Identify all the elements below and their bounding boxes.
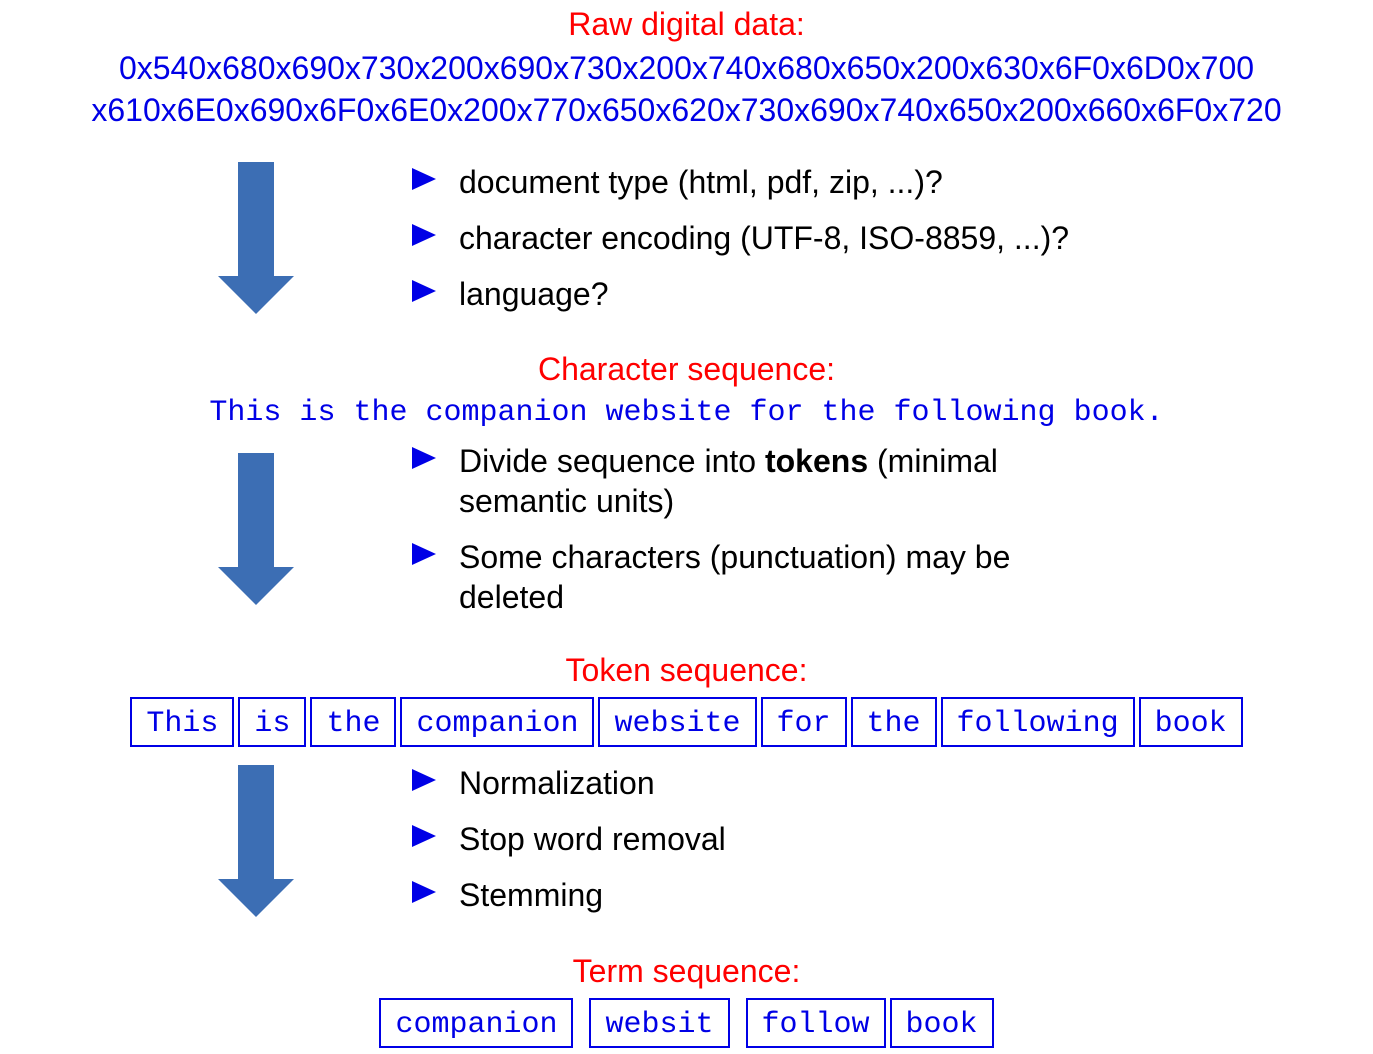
- character-sequence-heading: Character sequence:: [537, 351, 836, 387]
- token-box: the: [310, 697, 397, 747]
- token-box: This: [130, 697, 235, 747]
- hex-line-1: 0x540x680x690x730x200x690x730x200x740x68…: [118, 50, 1255, 86]
- token-box: for: [760, 697, 847, 747]
- token-box: companion: [400, 697, 595, 747]
- term-box: book: [889, 998, 994, 1048]
- token-sequence-heading: Token sequence:: [565, 652, 808, 688]
- triangle-bullet-icon: [412, 447, 436, 469]
- term-row: companion websit follow book: [0, 995, 1373, 1051]
- triangle-bullet-icon: [412, 769, 436, 791]
- bullet-text: Stop word removal: [459, 821, 726, 857]
- triangle-bullet-icon: [412, 224, 436, 246]
- term-sequence-heading: Term sequence:: [572, 953, 801, 989]
- bullet-language: language?: [412, 274, 1069, 314]
- bullet-text: Normalization: [459, 765, 655, 801]
- term-box: websit: [589, 998, 730, 1048]
- tokens-emphasis: tokens: [764, 443, 869, 479]
- triangle-bullet-icon: [412, 881, 436, 903]
- bullet-text: character encoding (UTF-8, ISO-8859, ...…: [459, 220, 1070, 256]
- token-box: the: [850, 697, 937, 747]
- token-box: book: [1138, 697, 1243, 747]
- hex-line-2: x610x6E0x690x6F0x6E0x200x770x650x620x730…: [91, 92, 1282, 128]
- token-box: website: [598, 697, 757, 747]
- bullet-character-encoding: character encoding (UTF-8, ISO-8859, ...…: [412, 218, 1069, 258]
- term-box: follow: [745, 998, 886, 1048]
- bullet-document-type: document type (html, pdf, zip, ...)?: [412, 162, 1069, 202]
- bullet-stop-word-removal: Stop word removal: [412, 819, 726, 859]
- token-box: is: [238, 697, 307, 747]
- down-arrow-icon: [218, 453, 294, 605]
- term-box: companion: [379, 998, 574, 1048]
- token-row: This is the companion website for the fo…: [0, 694, 1373, 750]
- triangle-bullet-icon: [412, 280, 436, 302]
- token-box: following: [940, 697, 1135, 747]
- bullet-normalization: Normalization: [412, 763, 726, 803]
- triangle-bullet-icon: [412, 543, 436, 565]
- raw-data-heading: Raw digital data:: [568, 6, 805, 42]
- bullet-text: Stemming: [459, 877, 604, 913]
- bullet-stemming: Stemming: [412, 875, 726, 915]
- down-arrow-icon: [218, 765, 294, 917]
- down-arrow-icon: [218, 162, 294, 314]
- triangle-bullet-icon: [412, 825, 436, 847]
- triangle-bullet-icon: [412, 168, 436, 190]
- bullet-text: language?: [459, 276, 609, 312]
- step3-bullet-list: Normalization Stop word removal Stemming: [412, 763, 726, 915]
- character-sequence-text: This is the companion website for the fo…: [209, 396, 1164, 430]
- step1-bullet-list: document type (html, pdf, zip, ...)? cha…: [412, 162, 1069, 314]
- bullet-text: document type (html, pdf, zip, ...)?: [459, 164, 943, 200]
